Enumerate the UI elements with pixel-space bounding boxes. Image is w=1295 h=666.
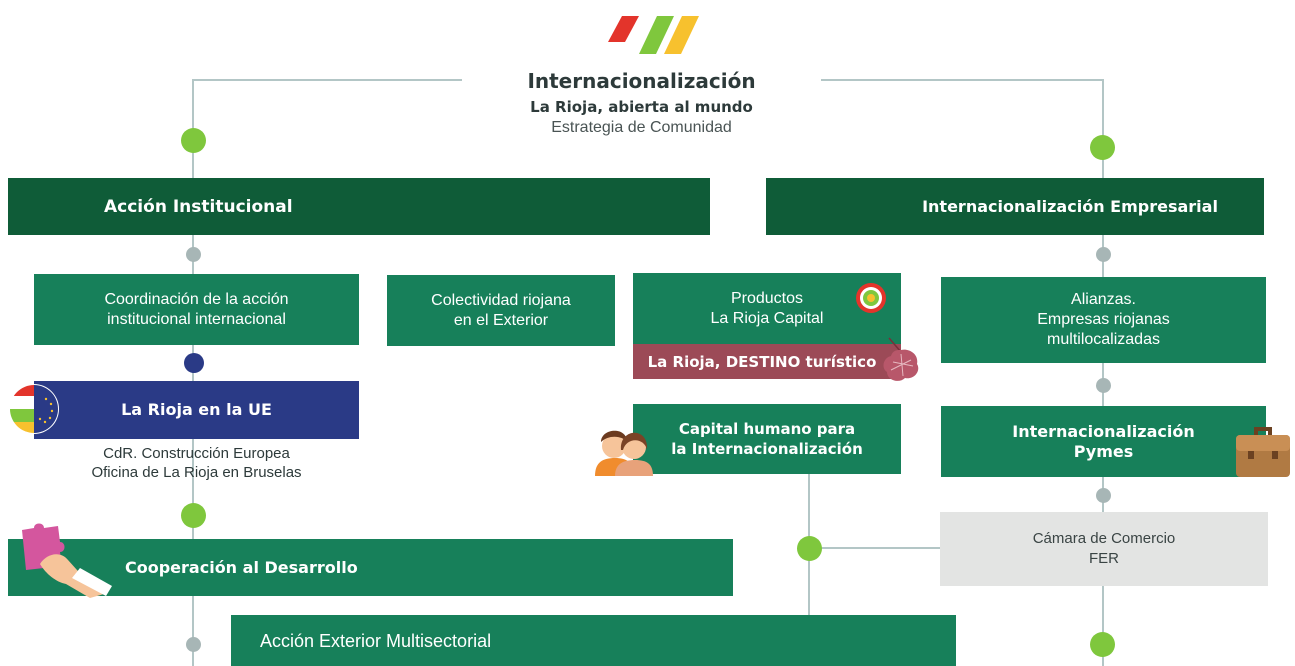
rioja-logo-icon [608,16,699,54]
page-tagline: Estrategia de Comunidad [551,119,732,136]
header-internacionalizacion-empresarial-label: Internacionalización Empresarial [922,196,1218,216]
box-destino-turistico: La Rioja, DESTINO turístico [633,344,901,379]
dot-left-bottom [186,637,201,652]
connector-right-v-top [1102,79,1104,179]
box-pymes: Internacionalización Pymes [941,406,1266,477]
dot-right-2 [1096,378,1111,393]
box-productos: Productos La Rioja Capital [633,273,901,344]
connector-left-v-main [192,235,194,666]
dot-center [797,536,822,561]
box-cooperacion: Cooperación al Desarrollo [8,539,733,596]
rioja-eu-flag-icon [9,384,59,434]
people-icon [595,430,653,476]
dot-navy [184,353,204,373]
box-coordinacion: Coordinación de la acción institucional … [34,274,359,345]
page-title: Internacionalización [527,69,756,93]
text-cdr: CdR. Construcción Europea Oficina de La … [91,445,302,481]
box-rioja-ue: La Rioja en la UE [34,381,359,439]
box-destino-turistico-label: La Rioja, DESTINO turístico [647,352,877,371]
box-capital-humano: Capital humano para la Internacionalizac… [633,404,901,474]
dot-right-3 [1096,488,1111,503]
dot-left-mid [181,503,206,528]
box-accion-exterior: Acción Exterior Multisectorial [231,615,956,666]
briefcase-icon [1236,427,1290,477]
puzzle-hand-icon [22,523,112,598]
page-subtitle: La Rioja, abierta al mundo [530,98,753,116]
dot-left-top [181,128,206,153]
dot-right-top [1090,135,1115,160]
box-rioja-ue-label: La Rioja en la UE [121,400,272,419]
box-alianzas: Alianzas. Empresas riojanas multilocaliz… [941,277,1266,363]
box-camara: Cámara de Comercio FER [940,512,1268,586]
dot-right-bottom [1090,632,1115,657]
box-cooperacion-label: Cooperación al Desarrollo [125,557,358,577]
box-accion-exterior-label: Acción Exterior Multisectorial [260,630,492,651]
header-accion-institucional: Acción Institucional [8,178,710,235]
header-accion-institucional-label: Acción Institucional [104,196,293,217]
capital-target-icon [856,283,886,313]
wine-leaf-icon [883,337,919,381]
dot-right-1 [1096,247,1111,262]
header-internacionalizacion-empresarial: Internacionalización Empresarial [766,178,1264,235]
box-colectividad: Colectividad riojana en el Exterior [387,275,615,346]
connector-top-left-h [193,79,462,81]
connector-center-h [809,547,941,549]
dot-left-1 [186,247,201,262]
connector-top-right-h [821,79,1104,81]
